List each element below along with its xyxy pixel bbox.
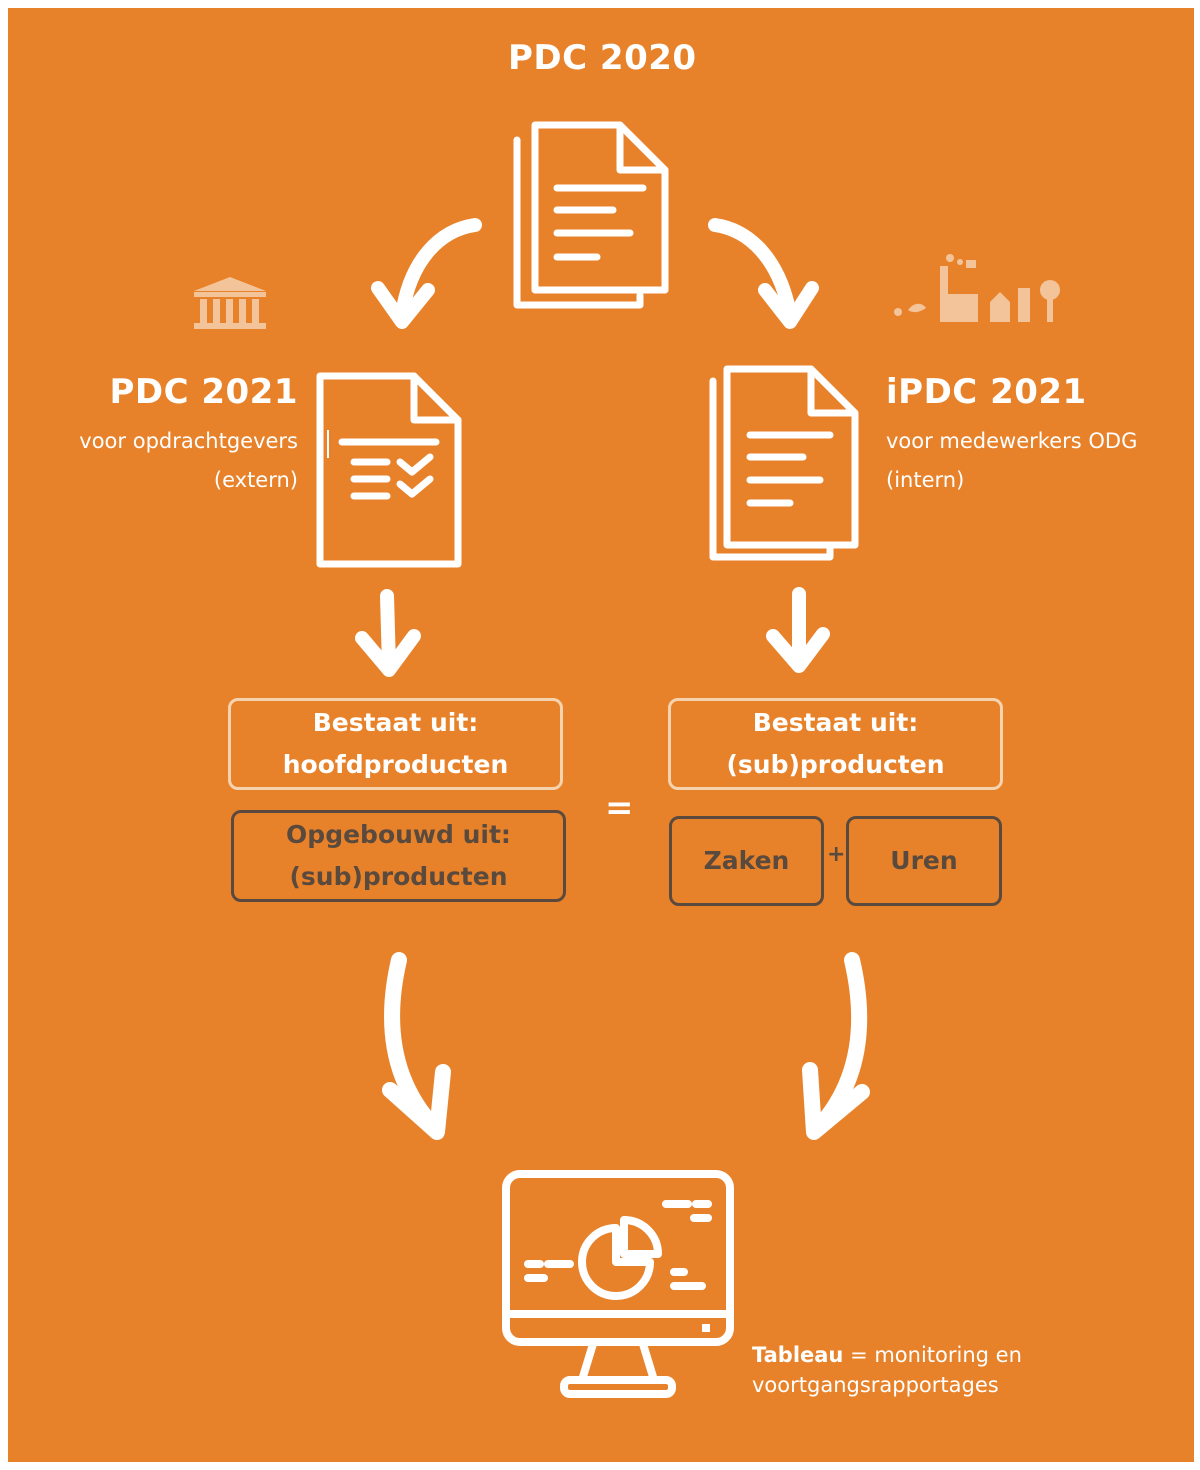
- down-arrow-left-icon: [355, 589, 421, 677]
- hours-label: Uren: [890, 846, 958, 875]
- ipdc-2021-subtitle-line1: voor medewerkers ODG: [886, 429, 1138, 453]
- government-building-icon: [194, 277, 266, 329]
- pdc-2021-subtitle-line1: voor opdrachtgevers: [79, 429, 298, 453]
- tableau-caption-line2: voortgangsrapportages: [752, 1373, 999, 1397]
- diagram-canvas: [8, 8, 1194, 1462]
- curved-arrow-left-icon: [371, 218, 482, 329]
- cases-box: Zaken: [669, 816, 824, 906]
- pdc-2020-title: PDC 2020: [508, 38, 697, 78]
- ipdc-2021-title: iPDC 2021: [886, 372, 1087, 412]
- pdc-2021-title: PDC 2021: [109, 372, 298, 412]
- document-stack-icon: [513, 121, 669, 309]
- pdc-built-from-line1: Opgebouwd uit:: [286, 820, 511, 849]
- factory-city-icon: [894, 254, 1060, 322]
- tableau-caption-line1: Tableau = monitoring en: [752, 1340, 1022, 1370]
- ipdc-subproducts-line1: Bestaat uit:: [752, 708, 919, 737]
- pdc-2021-subtitle-line2: (extern): [213, 468, 298, 492]
- equals-sign: =: [605, 788, 634, 828]
- ipdc-subproducts-line2: (sub)producten: [726, 750, 945, 779]
- curved-arrow-bottom-right-icon: [802, 952, 870, 1140]
- tableau-caption-rest: = monitoring en: [843, 1343, 1022, 1367]
- tableau-caption: Tableau = monitoring en voortgangsrappor…: [752, 1340, 1022, 1400]
- tableau-label: Tableau: [752, 1343, 844, 1367]
- ipdc-subproducts-box: Bestaat uit: (sub)producten: [668, 698, 1003, 790]
- cases-label: Zaken: [703, 846, 790, 875]
- pdc-main-products-line2: hoofdproducten: [282, 750, 509, 779]
- pdc-main-products-line1: Bestaat uit:: [312, 708, 479, 737]
- down-arrow-right-icon: [766, 587, 830, 673]
- document-stack-icon: [709, 365, 859, 561]
- dashboard-monitor-icon: [502, 1170, 734, 1398]
- checklist-document-icon: [316, 372, 462, 568]
- plus-sign: +: [827, 842, 846, 867]
- pdc-built-from-box: Opgebouwd uit: (sub)producten: [231, 810, 566, 902]
- curved-arrow-bottom-left-icon: [382, 952, 451, 1140]
- pdc-main-products-box: Bestaat uit: hoofdproducten: [228, 698, 563, 790]
- curved-arrow-right-icon: [708, 218, 819, 329]
- pdc-built-from-line2: (sub)producten: [289, 862, 508, 891]
- hours-box: Uren: [846, 816, 1002, 906]
- ipdc-2021-subtitle-line2: (intern): [886, 468, 965, 492]
